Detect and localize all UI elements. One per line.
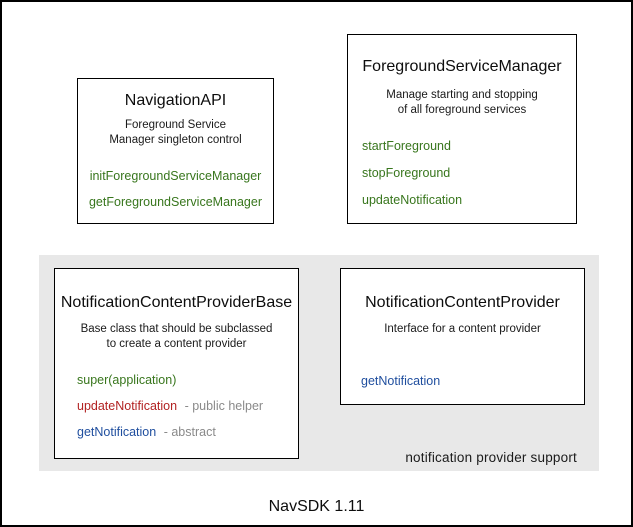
- box-navigation-api-title: NavigationAPI: [124, 92, 227, 109]
- description-line: Manager singleton control: [109, 134, 242, 146]
- box-foreground-service-manager: ForegroundServiceManager Manage starting…: [347, 34, 577, 224]
- region-label: notification provider support: [405, 450, 577, 465]
- box-notification-content-provider-base: NotificationContentProviderBase Base cla…: [54, 268, 299, 459]
- box-navigation-api-description: Foreground Service Manager singleton con…: [78, 118, 273, 148]
- description-line: Interface for a content provider: [384, 323, 541, 335]
- method-annotation: - abstract: [163, 425, 216, 439]
- method-get-notification: getNotification - abstract: [55, 424, 298, 440]
- box-notification-content-provider-base-description: Base class that should be subclassed to …: [55, 322, 298, 352]
- box-foreground-service-manager-description: Manage starting and stopping of all fore…: [348, 88, 576, 118]
- description-line: to create a content provider: [106, 338, 247, 350]
- box-notification-content-provider-methods: getNotification: [341, 373, 584, 389]
- method-super-application: super(application): [55, 372, 298, 388]
- box-navigation-api-methods: initForegroundServiceManager getForegrou…: [78, 168, 273, 210]
- method-get-foreground-service-manager: getForegroundServiceManager: [88, 195, 263, 209]
- method-annotation: - public helper: [184, 399, 264, 413]
- box-notification-content-provider-description: Interface for a content provider: [341, 322, 584, 337]
- method-name: getNotification: [77, 425, 157, 439]
- box-notification-content-provider-title: NotificationContentProvider: [365, 294, 560, 311]
- description-line: of all foreground services: [397, 104, 527, 116]
- method-get-notification: getNotification: [361, 374, 441, 388]
- method-stop-foreground: stopForeground: [362, 166, 451, 180]
- box-notification-content-provider: NotificationContentProvider Interface fo…: [340, 268, 585, 405]
- method-name: updateNotification: [77, 399, 178, 413]
- diagram-title: NavSDK 1.11: [268, 498, 365, 515]
- method-init-foreground-service-manager: initForegroundServiceManager: [89, 169, 262, 183]
- description-line: Foreground Service: [125, 119, 226, 131]
- method-start-foreground: startForeground: [362, 139, 451, 153]
- description-line: Base class that should be subclassed: [80, 323, 273, 335]
- box-notification-content-provider-base-methods: super(application) updateNotification - …: [55, 372, 298, 440]
- box-foreground-service-manager-title: ForegroundServiceManager: [362, 58, 562, 75]
- description-line: Manage starting and stopping: [386, 89, 538, 101]
- box-foreground-service-manager-methods: startForeground stopForeground updateNot…: [348, 138, 576, 208]
- method-name: super(application): [77, 373, 177, 387]
- box-navigation-api: NavigationAPI Foreground Service Manager…: [77, 78, 274, 224]
- method-update-notification: updateNotification: [362, 193, 463, 207]
- box-notification-content-provider-base-title: NotificationContentProviderBase: [60, 294, 293, 311]
- method-update-notification: updateNotification - public helper: [55, 398, 298, 414]
